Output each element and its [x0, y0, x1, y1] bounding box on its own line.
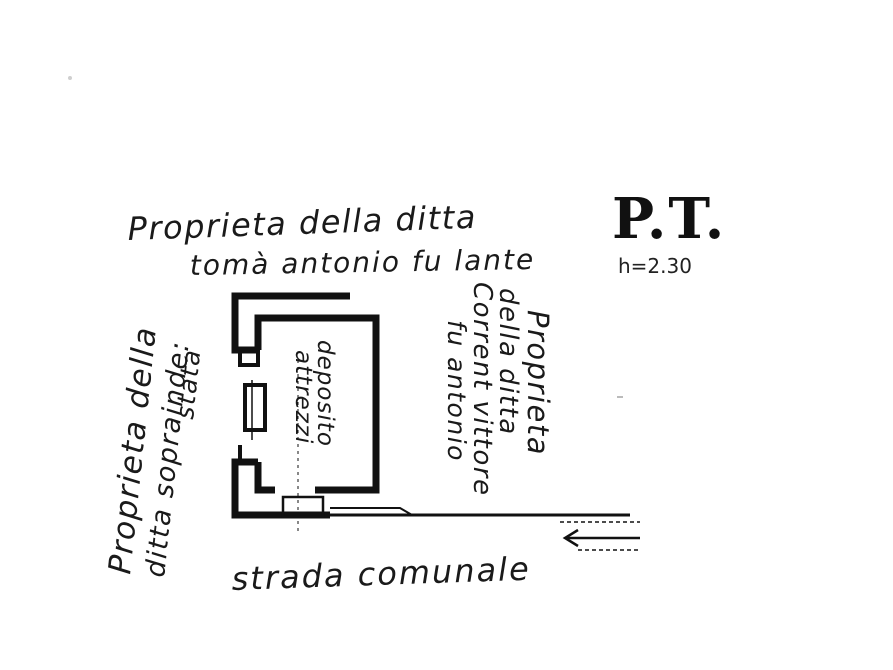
north-property-label-line2: tomà antonio fu lante	[190, 243, 536, 282]
entrance-arrow-icon	[560, 521, 640, 551]
east-property-label-line4: fu antonio	[442, 320, 471, 462]
door-opening	[281, 360, 325, 535]
paper-speck	[617, 396, 623, 398]
east-property-label-line1: Proprieta	[521, 310, 555, 456]
north-property-label-line1: Proprieta della ditta	[127, 198, 477, 248]
room-label-line2: attrezzi	[290, 350, 316, 444]
road-label: strada comunale	[231, 550, 531, 598]
window-symbol	[243, 383, 267, 432]
room-label-line1: deposito	[312, 340, 338, 447]
east-property-label-line2: della ditta	[493, 288, 523, 436]
floor-label: P.T.	[612, 186, 726, 252]
paper-speck	[68, 76, 72, 80]
west-property-label-line3: stata	[170, 347, 206, 420]
ceiling-height-label: h=2.30	[618, 254, 692, 278]
east-property-label-line3: Corrent vittore	[467, 282, 497, 496]
